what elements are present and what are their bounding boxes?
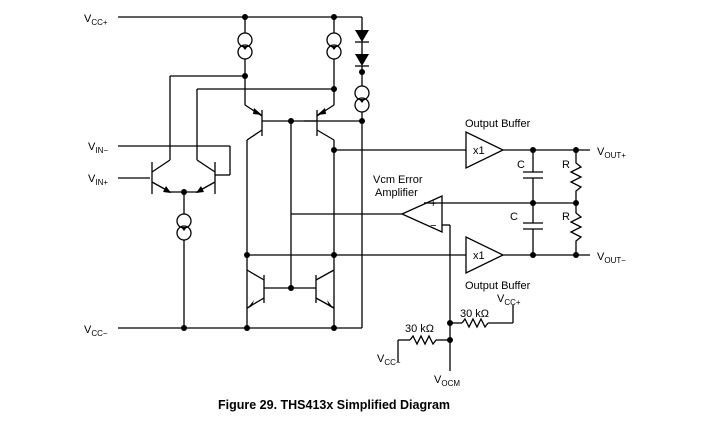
label-vcc-pos-small: VCC+: [497, 293, 521, 307]
cap-bottom-label: C: [510, 211, 518, 223]
vcc-pos-rail: [118, 14, 362, 20]
upper-cascode: [244, 104, 365, 328]
current-source-right: [354, 85, 370, 328]
vcm-label-line2: Amplifier: [375, 187, 418, 199]
res-30k-left-label: 30 kΩ: [405, 323, 434, 335]
input-differential-pair: [118, 75, 334, 214]
label-vout-neg: VOUT−: [597, 251, 626, 265]
vcm-minus-sign: −: [430, 220, 436, 232]
diode-stack: [355, 17, 369, 86]
current-source-top-right: [326, 17, 342, 105]
res-30k-right-label: 30 kΩ: [460, 308, 489, 320]
res-top-label: R: [562, 159, 570, 171]
cap-top-label: C: [517, 159, 525, 171]
label-vocm: VOCM: [434, 374, 460, 388]
label-vin-neg: VIN−: [88, 141, 108, 155]
label-vcc-neg: VCC−: [84, 324, 108, 338]
label-vout-pos: VOUT+: [597, 146, 626, 160]
output-buffer-bottom: [465, 235, 505, 275]
buffer-gain-bottom: x1: [473, 250, 485, 262]
label-vcc-pos: VCC+: [84, 13, 108, 27]
vcm-error-amplifier: [291, 194, 451, 340]
buffer-gain-top: x1: [473, 145, 485, 157]
output-buffer-top-label: Output Buffer: [465, 118, 531, 130]
vcm-label-line1: Vcm Error: [373, 174, 423, 186]
output-buffer-bottom-label: Output Buffer: [465, 280, 531, 292]
rc-network: [424, 150, 583, 255]
current-source-tail: [176, 213, 192, 328]
output-buffer-top: [465, 130, 505, 170]
current-source-top-left: [237, 17, 253, 105]
lower-cascode: [244, 121, 337, 309]
label-vin-pos: VIN+: [88, 173, 108, 187]
vcm-plus-sign: +: [430, 198, 436, 210]
label-vcc-neg-small: VCC−: [377, 353, 401, 367]
vcc-neg-rail: [118, 325, 362, 331]
res-bottom-label: R: [562, 211, 570, 223]
vocm-divider: [397, 305, 514, 371]
figure-caption: Figure 29. THS413x Simplified Diagram: [218, 398, 450, 412]
